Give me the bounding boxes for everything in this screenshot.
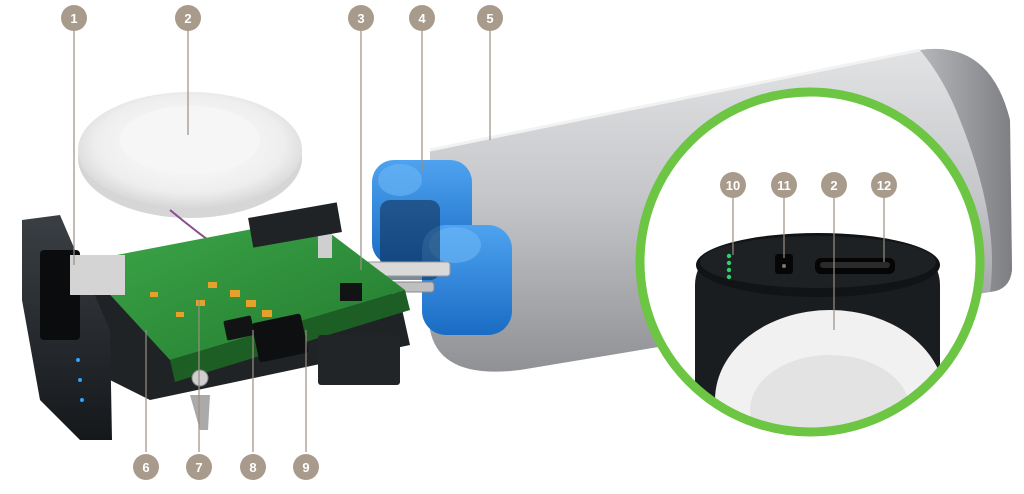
callout-8: 8 xyxy=(240,454,266,480)
callout-8-label: 8 xyxy=(249,460,256,475)
usb-end-cap xyxy=(22,215,125,440)
callout-2-label: 2 xyxy=(184,11,191,26)
circuit-board xyxy=(60,202,410,430)
callout-10: 10 xyxy=(720,172,746,198)
callout-10-label: 10 xyxy=(726,178,740,193)
callout-7: 7 xyxy=(186,454,212,480)
callout-1: 1 xyxy=(61,5,87,31)
callout-11-label: 11 xyxy=(777,178,791,193)
callout-6-label: 6 xyxy=(142,460,149,475)
callout-2-inset-label: 2 xyxy=(830,178,837,193)
callout-3-label: 3 xyxy=(357,11,364,26)
callout-4: 4 xyxy=(409,5,435,31)
callout-4-label: 4 xyxy=(418,11,426,26)
callout-5-label: 5 xyxy=(486,11,493,26)
callout-2: 2 xyxy=(175,5,201,31)
callout-3: 3 xyxy=(348,5,374,31)
callout-1-label: 1 xyxy=(70,11,77,26)
callout-9-label: 9 xyxy=(302,460,309,475)
leader-lines xyxy=(73,30,885,452)
zoom-inset xyxy=(635,87,985,437)
battery-cells xyxy=(372,160,512,335)
callout-12-label: 12 xyxy=(877,178,891,193)
callout-7-label: 7 xyxy=(195,460,202,475)
callout-6: 6 xyxy=(133,454,159,480)
callout-12: 12 xyxy=(871,172,897,198)
callout-5: 5 xyxy=(477,5,503,31)
callout-9: 9 xyxy=(293,454,319,480)
callout-11: 11 xyxy=(771,172,797,198)
callout-2-inset: 2 xyxy=(821,172,847,198)
